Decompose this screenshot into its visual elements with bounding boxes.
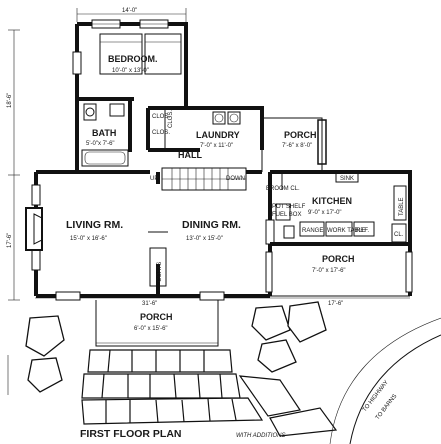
broom-closet-label: BROOM CL. bbox=[266, 186, 300, 192]
staircase bbox=[161, 167, 247, 191]
work-table-label: WORK TABLE bbox=[327, 228, 366, 234]
driveway-curve-outer bbox=[329, 317, 441, 444]
dining-size: 13'-0" x 15'-0" bbox=[186, 236, 223, 242]
kitchen-size: 9'-0" x 17'-0" bbox=[308, 210, 342, 216]
stone-walkway bbox=[81, 349, 338, 437]
porch-rear-size: 7'-6" x 8'-0" bbox=[282, 143, 312, 149]
boulders bbox=[25, 301, 327, 393]
bath-fixtures bbox=[81, 103, 129, 167]
clos-label-3: CLOS. bbox=[168, 110, 174, 128]
fuel-box-label: FUEL BOX bbox=[272, 212, 301, 218]
porch-rear-name: PORCH bbox=[284, 130, 317, 140]
driveway-curve bbox=[349, 334, 441, 444]
dim-left-upper: 18'-6" bbox=[7, 93, 13, 108]
clos-label-2: CLOS. bbox=[152, 130, 170, 136]
dining-name: DINING RM. bbox=[182, 219, 241, 231]
bath-name: BATH bbox=[92, 128, 116, 138]
dim-top-width: 14'-0" bbox=[122, 8, 137, 14]
laundry-name: LAUNDRY bbox=[196, 130, 240, 140]
dim-left-lower: 17'-6" bbox=[7, 233, 13, 248]
laundry-size: 7'-0" x 11'-0" bbox=[200, 143, 233, 149]
clos-label-1: CLOS. bbox=[152, 114, 170, 120]
kitchen-cl-label: CL. bbox=[394, 232, 404, 238]
dim-bottom-main: 31'-6" bbox=[142, 301, 157, 307]
dim-bottom-porch: 17'-6" bbox=[328, 301, 343, 307]
living-size: 15'-0" x 16'-6" bbox=[70, 236, 107, 242]
range-label: RANGE bbox=[302, 228, 323, 234]
porch-side-size: 7'-0" x 17'-6" bbox=[312, 268, 346, 274]
front-porch bbox=[95, 300, 219, 347]
hall-name: HALL bbox=[178, 150, 202, 160]
porch-side-name: PORCH bbox=[322, 254, 355, 264]
sink-label: SINK bbox=[340, 176, 354, 182]
rear-porch-walls bbox=[261, 117, 327, 172]
porch-front-size: 6'-0" x 15'-6" bbox=[134, 326, 168, 332]
plan-title-suffix: WITH ADDITIONS bbox=[236, 433, 285, 439]
side-porch bbox=[265, 251, 413, 297]
plan-title: FIRST FLOOR PLAN bbox=[80, 428, 182, 440]
table-label: TABLE bbox=[399, 197, 405, 216]
stair-up-label: UP bbox=[150, 176, 158, 182]
bath-size: 5'-0"x 7'-6" bbox=[86, 141, 115, 147]
kitchen-name: KITCHEN bbox=[312, 196, 352, 206]
coats-label: COATS bbox=[157, 262, 163, 282]
bedroom-size: 10'-0" x 13'-0" bbox=[112, 68, 149, 74]
stair-down-label: DOWN bbox=[226, 176, 245, 182]
pot-shelf-label: POT SHELF bbox=[272, 204, 306, 210]
bedroom-wing-walls bbox=[72, 19, 188, 172]
ref-label: REF. bbox=[356, 228, 369, 234]
main-house-walls bbox=[25, 170, 275, 301]
porch-front-name: PORCH bbox=[140, 312, 173, 322]
living-name: LIVING RM. bbox=[66, 219, 123, 231]
bedroom-name: BEDROOM. bbox=[108, 54, 158, 64]
